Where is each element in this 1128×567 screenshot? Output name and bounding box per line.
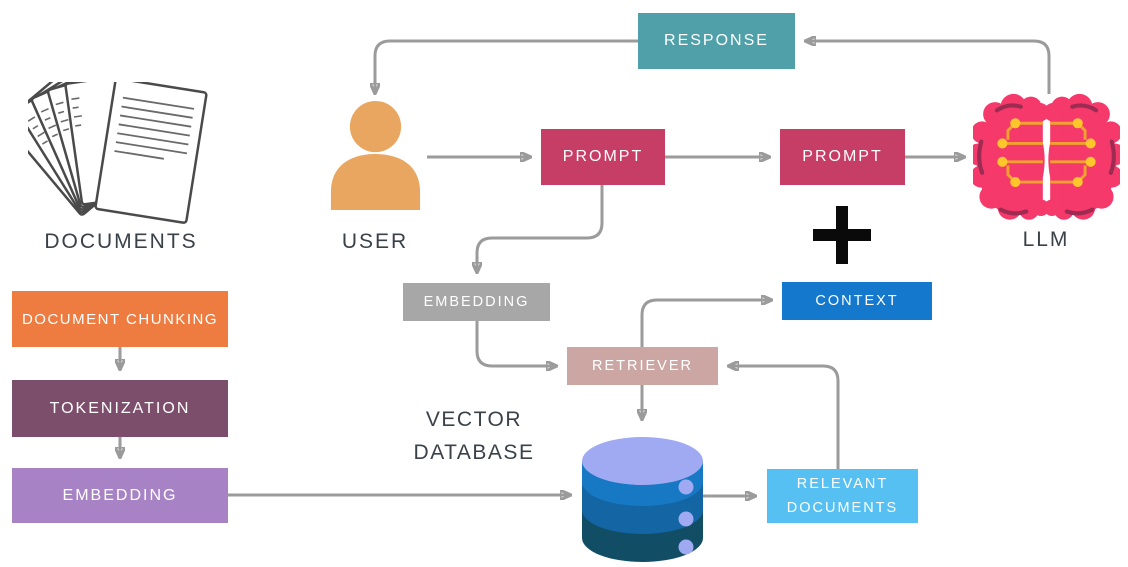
relevant-documents-line1: RELEVANT xyxy=(796,476,889,492)
arrow-llm-to-response xyxy=(807,41,1051,94)
document-chunking-box: DOCUMENT CHUNKING xyxy=(12,291,228,347)
arrow-retriever-to-context xyxy=(640,300,770,347)
prompt-llm-box: PROMPT xyxy=(780,129,905,185)
tokenization-box: TOKENIZATION xyxy=(12,380,228,437)
vector-database-label-line1: VECTOR xyxy=(425,408,523,431)
response-box: RESPONSE xyxy=(638,13,795,69)
database-cylinder-icon xyxy=(582,435,703,562)
llm-label: LLM xyxy=(1022,228,1070,251)
arrow-relevantdocs-to-retriever xyxy=(730,366,840,469)
plus-icon xyxy=(813,206,871,264)
retriever-box: RETRIEVER xyxy=(567,347,718,385)
context-box: CONTEXT xyxy=(782,282,932,320)
documents-label: DOCUMENTS xyxy=(44,230,198,253)
user-label: USER xyxy=(341,230,409,253)
arrow-embedding-to-retriever xyxy=(475,321,555,366)
arrow-response-to-user xyxy=(375,39,638,92)
arrow-prompt-to-embedding xyxy=(477,185,604,271)
embedding-docs-box: EMBEDDING xyxy=(12,468,228,523)
vector-database-label-line2: DATABASE xyxy=(413,441,535,464)
prompt-user-box: PROMPT xyxy=(541,129,665,185)
embedding-query-box: EMBEDDING xyxy=(403,283,550,321)
brain-circuit-icon xyxy=(967,93,1120,227)
document-stack-icon xyxy=(3,66,218,227)
relevant-documents-box: RELEVANT DOCUMENTS xyxy=(767,469,918,523)
person-icon xyxy=(328,100,423,210)
relevant-documents-line2: DOCUMENTS xyxy=(786,500,899,516)
vector-database-label: VECTOR DATABASE xyxy=(404,403,544,469)
